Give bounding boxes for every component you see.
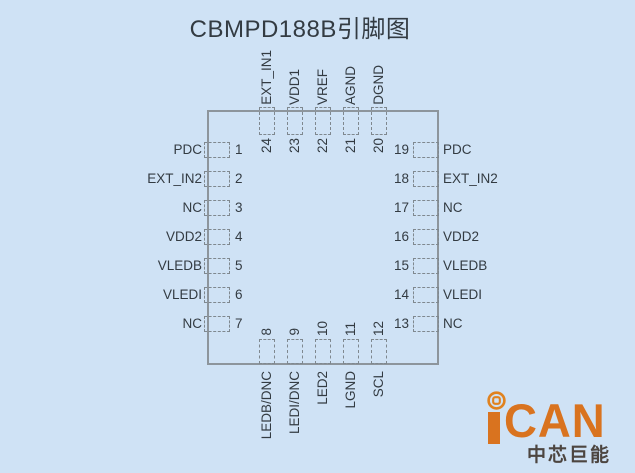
pin-12-label: SCL [371, 371, 386, 398]
pin-10-pad [315, 339, 331, 364]
pin-22-label: VREF [315, 68, 330, 105]
pin-21-label: AGND [343, 65, 358, 105]
pin-8-label: LEDB/DNC [259, 371, 274, 440]
pin-4-label: VDD2 [165, 229, 202, 244]
pin-21-number: 21 [343, 138, 358, 154]
pin-17-pad [413, 200, 439, 216]
pin-2-label: EXT_IN2 [147, 171, 202, 186]
pin-6-pad [204, 287, 230, 303]
pin-3-label: NC [182, 200, 203, 215]
pin-18-label: EXT_IN2 [443, 171, 498, 186]
pin-2-number: 2 [235, 171, 243, 186]
pin-10-label: LED2 [315, 371, 330, 405]
pin-20-label: DGND [371, 65, 386, 105]
pin-9-number: 9 [287, 328, 302, 336]
pin-18-pad [413, 171, 439, 187]
pin-12-pad [371, 339, 387, 364]
pin-14-label: VLEDI [443, 287, 483, 302]
ican-logo: CAN 中芯巨能 [482, 384, 632, 469]
pin-23-pad [287, 107, 303, 135]
pin-17-number: 17 [393, 200, 409, 215]
pin-16-number: 16 [393, 229, 409, 244]
pin-11-label: LGND [343, 371, 358, 409]
logo-company-name: 中芯巨能 [527, 445, 612, 466]
pin-12-number: 12 [371, 320, 386, 336]
pin-22-pad [315, 107, 331, 135]
pin-20-number: 20 [371, 138, 386, 154]
pin-5-pad [204, 258, 230, 274]
pin-2-pad [204, 171, 230, 187]
pin-3-pad [204, 200, 230, 216]
pin-15-pad [413, 258, 439, 274]
pin-9-label: LEDI/DNC [287, 371, 302, 435]
pin-14-number: 14 [393, 287, 409, 302]
pin-4-pad [204, 229, 230, 245]
logo-brand-text: CAN [504, 394, 606, 447]
pin-1-label: PDC [173, 142, 202, 157]
pin-19-label: PDC [443, 142, 472, 157]
pin-11-pad [343, 339, 359, 364]
pin-13-pad [413, 316, 439, 332]
pin-5-label: VLEDB [157, 258, 202, 273]
pin-16-pad [413, 229, 439, 245]
pin-15-number: 15 [393, 258, 409, 273]
pin-1-pad [204, 142, 230, 158]
logo-letter-i-stem [488, 412, 500, 444]
pin-24-number: 24 [259, 138, 274, 154]
pin-24-label: EXT_IN1 [259, 50, 274, 105]
pin-22-number: 22 [315, 138, 330, 154]
pin-7-pad [204, 316, 230, 332]
pin-13-number: 13 [393, 316, 409, 331]
pin-4-number: 4 [235, 229, 243, 244]
pin-9-pad [287, 339, 303, 364]
logo-swirl-icon [487, 391, 506, 410]
pin-3-number: 3 [235, 200, 243, 215]
pin-7-label: NC [182, 316, 203, 331]
pin-6-label: VLEDI [162, 287, 202, 302]
pin-21-pad [343, 107, 359, 135]
pin-16-label: VDD2 [443, 229, 480, 244]
pin-1-number: 1 [235, 142, 243, 157]
pin-6-number: 6 [235, 287, 243, 302]
page-title: CBMPD188B引脚图 [189, 16, 411, 43]
pin-5-number: 5 [235, 258, 243, 273]
pin-8-pad [259, 339, 275, 364]
pin-14-pad [413, 287, 439, 303]
pin-18-number: 18 [393, 171, 409, 186]
pin-19-number: 19 [393, 142, 409, 157]
pin-17-label: NC [443, 200, 463, 215]
pin-8-number: 8 [259, 328, 274, 336]
pin-23-number: 23 [287, 138, 302, 154]
pin-15-label: VLEDB [443, 258, 488, 273]
pin-24-pad [259, 107, 275, 135]
pin-13-label: NC [443, 316, 463, 331]
pin-11-number: 11 [343, 321, 358, 336]
pin-19-pad [413, 142, 439, 158]
pin-7-number: 7 [235, 316, 243, 331]
pin-23-label: VDD1 [287, 68, 302, 105]
pin-20-pad [371, 107, 387, 135]
pin-10-number: 10 [315, 320, 330, 336]
